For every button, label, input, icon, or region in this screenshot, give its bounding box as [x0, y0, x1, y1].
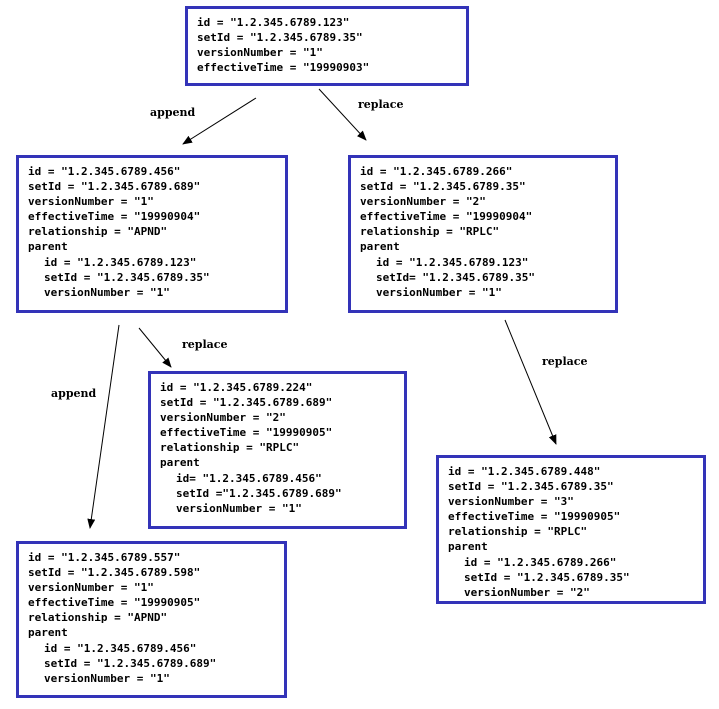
- parent-attribute-line: id= "1.2.345.6789.456": [176, 471, 322, 485]
- parent-attribute-line: versionNumber = "2": [464, 585, 590, 599]
- node-box-append-1: id = "1.2.345.6789.456" setId = "1.2.345.…: [16, 155, 288, 313]
- attribute-line: id = "1.2.345.6789.224": [160, 381, 313, 394]
- attribute-line: effectiveTime = "19990905": [160, 426, 333, 440]
- edge-label-append: append: [51, 387, 97, 400]
- attribute-line: relationship = "APND": [28, 225, 168, 239]
- attribute-line: setId = "1.2.345.6789.689": [28, 180, 201, 194]
- attribute-line: relationship = "RPLC": [360, 225, 500, 239]
- node-box-replace-3: id = "1.2.345.6789.448" setId = "1.2.345.…: [436, 455, 706, 604]
- attribute-line: versionNumber = "1": [28, 581, 154, 595]
- parent-attribute-line: setId ="1.2.345.6789.689": [176, 486, 342, 500]
- node-box-replace-2: id = "1.2.345.6789.224" setId = "1.2.345.…: [148, 371, 407, 529]
- arrow-append-1-to-replace-2: [138, 327, 172, 368]
- arrow-append-1-to-append-2: [87, 324, 120, 529]
- node-box-root: id = "1.2.345.6789.123" setId = "1.2.345.…: [185, 6, 469, 86]
- attribute-line: relationship = "RPLC": [160, 441, 300, 455]
- parent-attribute-line: versionNumber = "1": [176, 501, 302, 515]
- parent-attribute-line: versionNumber = "1": [376, 285, 502, 299]
- attribute-line: setId = "1.2.345.6789.598": [28, 566, 201, 580]
- attribute-line: setId = "1.2.345.6789.689": [160, 396, 333, 410]
- attribute-line: id = "1.2.345.6789.266": [360, 165, 513, 178]
- parent-heading: parent: [160, 456, 200, 470]
- attribute-line: setId = "1.2.345.6789.35": [360, 180, 526, 194]
- attribute-line: effectiveTime = "19990905": [28, 596, 201, 610]
- attribute-line: id = "1.2.345.6789.557": [28, 551, 181, 564]
- edge-label-replace: replace: [542, 355, 588, 368]
- attribute-line: versionNumber = "2": [160, 411, 286, 425]
- parent-attribute-line: id = "1.2.345.6789.123": [44, 255, 197, 269]
- attribute-line: versionNumber = "2": [360, 195, 486, 209]
- attribute-line: effectiveTime = "19990904": [360, 210, 533, 224]
- attribute-line: effectiveTime = "19990903": [197, 61, 370, 75]
- attribute-line: setId = "1.2.345.6789.35": [448, 480, 614, 494]
- parent-attribute-line: id = "1.2.345.6789.123": [376, 255, 529, 269]
- attribute-line: id = "1.2.345.6789.456": [28, 165, 181, 178]
- parent-heading: parent: [28, 626, 68, 640]
- attribute-line: versionNumber = "3": [448, 495, 574, 509]
- parent-attribute-line: setId= "1.2.345.6789.35": [376, 270, 535, 284]
- arrow-replace-1-to-replace-3: [504, 319, 557, 445]
- attribute-line: setId = "1.2.345.6789.35": [197, 31, 363, 45]
- parent-attribute-line: id = "1.2.345.6789.456": [44, 641, 197, 655]
- parent-attribute-line: versionNumber = "1": [44, 285, 170, 299]
- node-box-replace-1: id = "1.2.345.6789.266" setId = "1.2.345.…: [348, 155, 618, 313]
- attribute-line: relationship = "RPLC": [448, 525, 588, 539]
- arrow-root-to-replace-1: [318, 88, 367, 141]
- parent-heading: parent: [360, 240, 400, 254]
- node-box-append-2: id = "1.2.345.6789.557" setId = "1.2.345.…: [16, 541, 287, 698]
- edge-label-append: append: [150, 106, 196, 119]
- parent-attribute-line: versionNumber = "1": [44, 671, 170, 685]
- parent-heading: parent: [448, 540, 488, 554]
- attribute-line: relationship = "APND": [28, 611, 168, 625]
- parent-attribute-line: setId = "1.2.345.6789.689": [44, 656, 217, 670]
- edge-label-replace: replace: [182, 338, 228, 351]
- edge-label-replace: replace: [358, 98, 404, 111]
- attribute-line: id = "1.2.345.6789.448": [448, 465, 601, 478]
- parent-attribute-line: setId = "1.2.345.6789.35": [44, 270, 210, 284]
- parent-attribute-line: setId = "1.2.345.6789.35": [464, 570, 630, 584]
- attribute-line: effectiveTime = "19990905": [448, 510, 621, 524]
- attribute-line: id = "1.2.345.6789.123": [197, 16, 350, 29]
- arrow-root-to-append-1: [182, 97, 257, 145]
- attribute-line: versionNumber = "1": [197, 46, 323, 60]
- parent-heading: parent: [28, 240, 68, 254]
- attribute-line: versionNumber = "1": [28, 195, 154, 209]
- parent-attribute-line: id = "1.2.345.6789.266": [464, 555, 617, 569]
- attribute-line: effectiveTime = "19990904": [28, 210, 201, 224]
